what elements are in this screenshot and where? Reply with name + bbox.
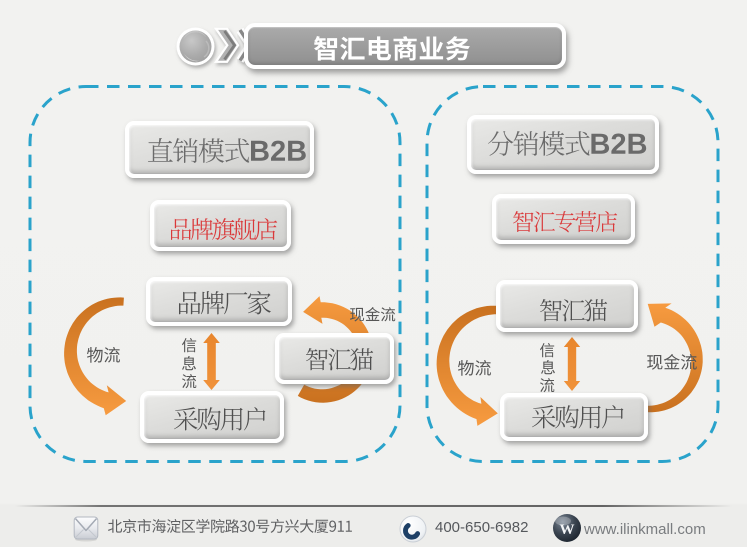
- svg-text:W: W: [560, 522, 575, 538]
